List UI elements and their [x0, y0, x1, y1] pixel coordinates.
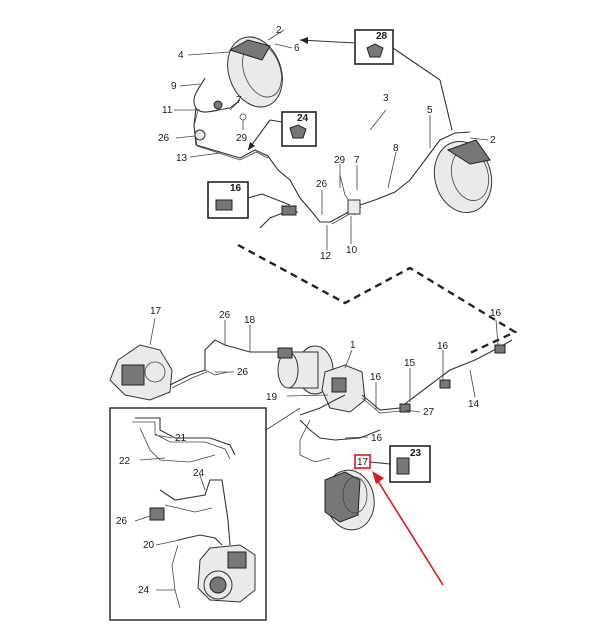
- rear-right-brake-disc: [433, 139, 493, 214]
- callout: 15: [404, 358, 416, 369]
- callout-box-23: 23: [369, 445, 431, 483]
- top-callouts: 2 6 4 9 7 11 29 26 13 3 5 2 29 7 8 26 12…: [158, 25, 496, 262]
- brake-booster: [277, 345, 334, 395]
- inset-callouts: 21 22 24 26 20 24: [116, 433, 205, 596]
- svg-text:16: 16: [230, 183, 242, 194]
- callout: 20: [143, 540, 155, 551]
- svg-text:17: 17: [357, 457, 369, 468]
- callout: 18: [244, 315, 256, 326]
- callout: 26: [316, 179, 328, 190]
- abs-inset-box: [109, 407, 301, 621]
- front-right-brake-caliper: [324, 469, 375, 531]
- callout: 10: [346, 245, 358, 256]
- callout: 26: [237, 367, 249, 378]
- callout: 5: [427, 105, 433, 116]
- highlighted-part-17: 17: [354, 454, 444, 586]
- callout-box-24: 24: [247, 111, 317, 151]
- callout: 4: [178, 50, 184, 61]
- red-arrow-head: [372, 471, 384, 484]
- callout: 16: [437, 341, 449, 352]
- callout: 29: [334, 155, 346, 166]
- callout: 13: [176, 153, 188, 164]
- callout: 7: [354, 155, 360, 166]
- callout-box-16-top: 16: [207, 181, 291, 219]
- callout: 16: [370, 372, 382, 383]
- svg-text:24: 24: [297, 113, 309, 124]
- callout: 16: [490, 308, 502, 319]
- callout: 7: [236, 95, 242, 106]
- callout: 3: [383, 93, 389, 104]
- callout: 12: [320, 251, 332, 262]
- abs-unit: [321, 364, 366, 413]
- callout: 2: [490, 135, 496, 146]
- rear-left-brake-disc: [227, 36, 283, 108]
- svg-text:28: 28: [376, 31, 388, 42]
- callout: 21: [175, 433, 187, 444]
- callout: 6: [294, 43, 300, 54]
- callout: 24: [193, 468, 205, 479]
- callout: 16: [371, 433, 383, 444]
- callout: 26: [158, 133, 170, 144]
- front-brake-lines: [169, 339, 513, 463]
- callout-box-28: 28: [299, 29, 453, 131]
- top-leader-lines: [174, 29, 489, 250]
- callout: 17: [150, 306, 162, 317]
- callout: 26: [116, 516, 128, 527]
- callout: 9: [171, 81, 177, 92]
- bottom-leader-lines: [149, 317, 499, 439]
- svg-text:23: 23: [410, 448, 422, 459]
- callout: 29: [236, 133, 248, 144]
- callout: 27: [423, 407, 435, 418]
- callout: 11: [162, 105, 173, 116]
- callout: 2: [276, 25, 282, 36]
- callout: 22: [119, 456, 131, 467]
- callout: 8: [393, 143, 399, 154]
- callout: 26: [219, 310, 231, 321]
- inset-leader-lines: [134, 434, 206, 591]
- callout: 19: [266, 392, 278, 403]
- rear-brake-lines: [193, 77, 471, 229]
- dashed-connection: [237, 243, 518, 355]
- bottom-callouts: 17 26 18 26 1 19 16 15 16 16 14 27 16: [150, 306, 502, 444]
- callout: 14: [468, 399, 480, 410]
- callout: 1: [350, 340, 356, 351]
- callout: 24: [138, 585, 150, 596]
- front-left-brake-caliper: [109, 344, 173, 401]
